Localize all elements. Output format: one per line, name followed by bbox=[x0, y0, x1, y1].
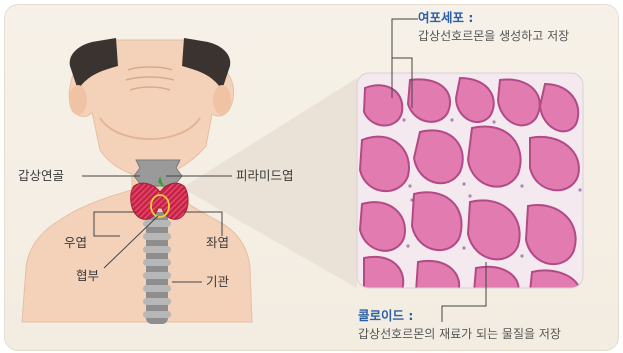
thyroid-micrograph bbox=[357, 73, 583, 292]
label-thyroid-cartilage: 갑상연골 bbox=[18, 170, 64, 183]
label-left-lobe: 좌엽 bbox=[206, 237, 229, 250]
follicular-cell-heading: 여포세포 : bbox=[418, 12, 473, 25]
label-isthmus: 협부 bbox=[76, 270, 99, 283]
trachea-rings bbox=[143, 212, 171, 324]
colloid-heading: 콜로이드 : bbox=[358, 310, 413, 323]
label-right-lobe: 우엽 bbox=[64, 237, 87, 250]
follicular-cell-description: 갑상선호르몬을 생성하고 저장 bbox=[418, 30, 569, 42]
thyroid-cartilage-shape bbox=[134, 160, 182, 186]
label-pyramidal-lobe: 피라미드엽 bbox=[236, 170, 294, 183]
colloid-description: 갑상선호르몬의 재료가 되는 물질을 저장 bbox=[358, 328, 561, 340]
label-trachea: 기관 bbox=[206, 276, 229, 289]
